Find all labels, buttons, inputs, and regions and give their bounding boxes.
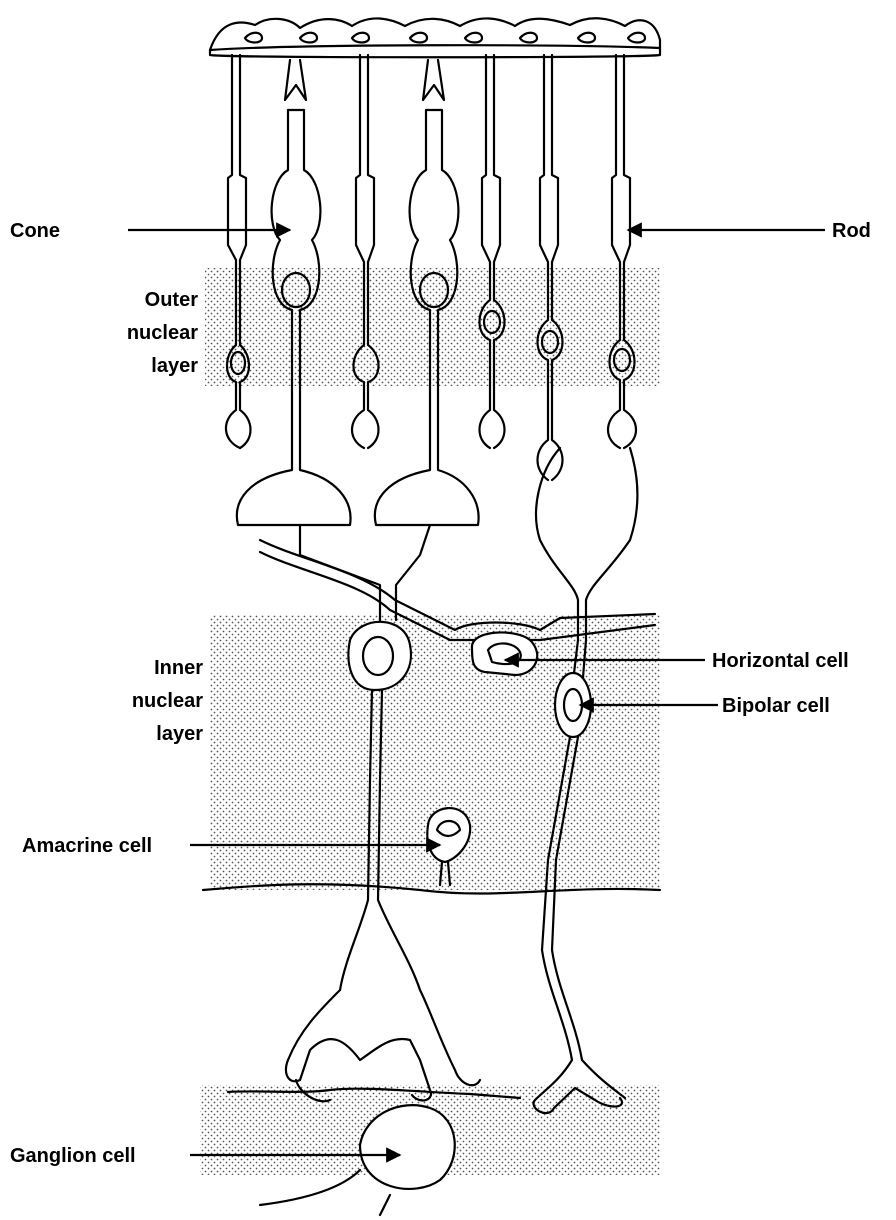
rod-cell-3 bbox=[480, 55, 505, 448]
cone-label: Cone bbox=[10, 220, 60, 242]
outer-nuclear-layer-label-line-3: layer bbox=[151, 355, 198, 377]
ganglion-cell-label: Ganglion cell bbox=[10, 1145, 136, 1167]
outer-nuclear-layer-label-line-1: Outer bbox=[145, 289, 199, 311]
pigment-epithelium bbox=[210, 18, 660, 57]
inner-nuclear-layer-label-line-3: layer bbox=[156, 723, 203, 745]
rod-cell-4 bbox=[538, 55, 563, 480]
rod-label: Rod bbox=[832, 220, 871, 242]
amacrine-cell-label: Amacrine cell bbox=[22, 835, 152, 857]
rod-cell-5 bbox=[608, 55, 636, 448]
inner-nuclear-layer-label-line-2: nuclear bbox=[132, 690, 203, 712]
ganglion-dendrites bbox=[228, 990, 520, 1101]
rod-cell-2 bbox=[352, 55, 379, 448]
bipolar-cell-label: Bipolar cell bbox=[722, 695, 830, 717]
rod-cell-1 bbox=[226, 55, 251, 448]
inner-nuclear-layer-label-line-1: Inner bbox=[154, 657, 203, 679]
horizontal-cell-label: Horizontal cell bbox=[712, 650, 849, 672]
outer-nuclear-layer-label-line-2: nuclear bbox=[127, 322, 198, 344]
